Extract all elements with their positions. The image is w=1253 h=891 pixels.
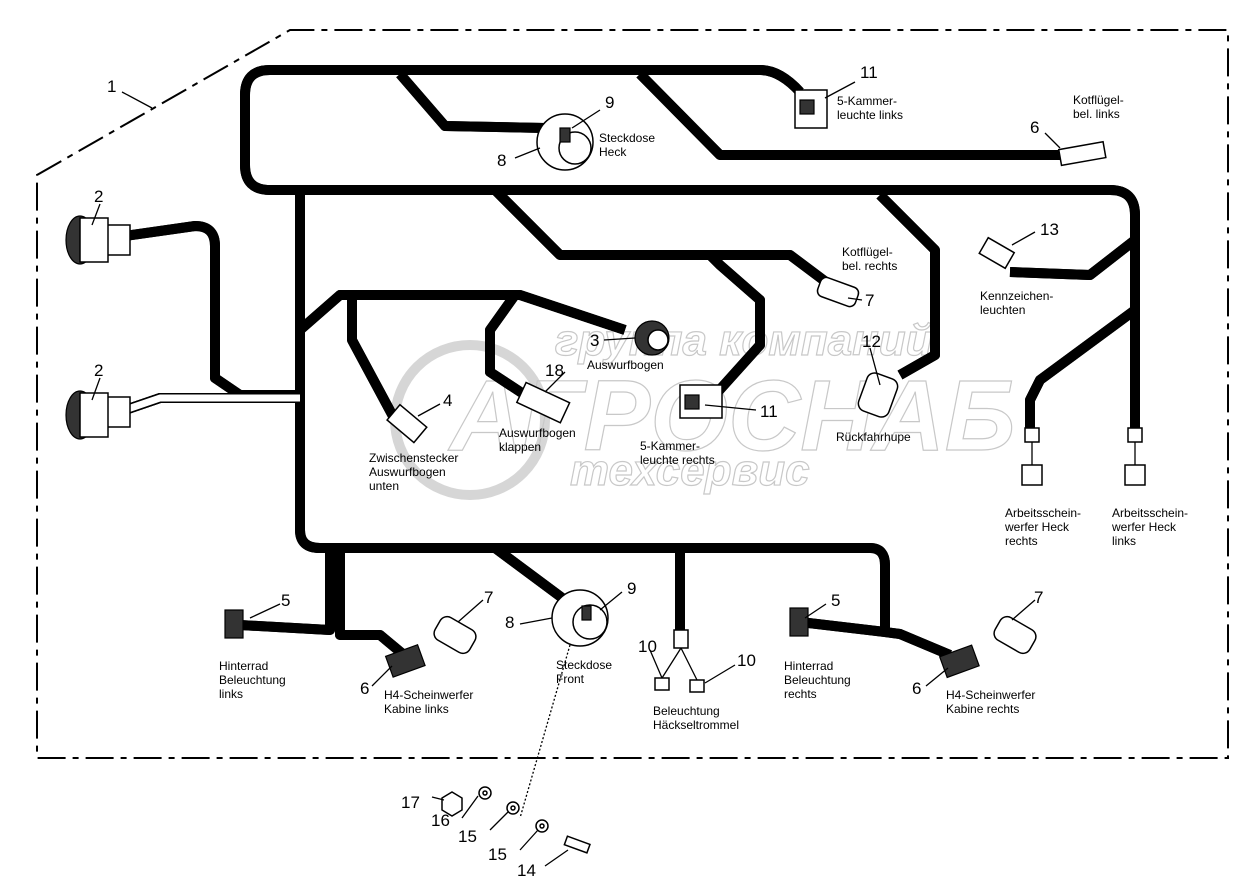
callout-12: 12: [862, 332, 881, 351]
callout-5: 5: [831, 591, 840, 610]
callout-2: 2: [94, 361, 103, 380]
connector-7-rechts[interactable]: [991, 614, 1039, 657]
callout-8: 8: [505, 613, 514, 632]
callout-15: 15: [458, 827, 477, 846]
callout-4: 4: [443, 391, 452, 410]
callout-numbers: 1 2 2 11 9 8 6 13 7 3 4 18 11 12 5 6 7 8…: [94, 63, 1059, 880]
lamp-connector-11-links[interactable]: [794, 89, 828, 129]
label-kammer-links: 5-Kammer-leuchte links: [837, 94, 903, 122]
callout-11: 11: [860, 63, 878, 82]
callout-14: 14: [517, 861, 536, 880]
callout-17: 17: [401, 793, 420, 812]
svg-text:техсервис: техсервис: [570, 446, 810, 495]
connector-arbeits-links[interactable]: [1124, 427, 1146, 486]
callout-15: 15: [488, 845, 507, 864]
callout-8: 8: [497, 151, 506, 170]
callout-7: 7: [865, 291, 874, 310]
socket-3-auswurfbogen[interactable]: [634, 320, 670, 356]
connector-6-links[interactable]: [384, 644, 426, 678]
callout-10: 10: [737, 651, 756, 670]
callout-13: 13: [1040, 220, 1059, 239]
callout-6: 6: [912, 679, 921, 698]
connector-18[interactable]: [515, 381, 571, 424]
callout-3: 3: [590, 331, 599, 350]
label-kammer-rechts: 5-Kammer-leuchte rechts: [640, 439, 715, 467]
leader-lines: [91, 81, 1061, 867]
connector-arbeits-rechts[interactable]: [1021, 427, 1043, 486]
assembly-boundary: [36, 29, 1229, 759]
connector-2-lower[interactable]: [65, 390, 131, 440]
callout-16: 16: [431, 811, 450, 830]
connector-10-pair[interactable]: [654, 629, 705, 693]
callout-9: 9: [605, 93, 614, 112]
callout-6: 6: [1030, 118, 1039, 137]
label-rueckfahrhupe: Rückfahrhupe: [836, 430, 911, 444]
connector-5-rechts[interactable]: [789, 607, 809, 637]
label-kennzeichen: Kennzeichen-leuchten: [980, 289, 1053, 317]
connector-13[interactable]: [978, 236, 1016, 270]
callout-9: 9: [627, 579, 636, 598]
connector-6-kotfluegel-links[interactable]: [1057, 140, 1107, 167]
harness-wires: [125, 65, 1140, 660]
lamp-connector-11-rechts[interactable]: [679, 384, 723, 419]
callout-2: 2: [94, 187, 103, 206]
connector-5-links[interactable]: [224, 609, 244, 639]
callout-18: 18: [545, 361, 564, 380]
connector-7-links[interactable]: [431, 614, 479, 657]
callout-7: 7: [484, 588, 493, 607]
connector-6-rechts[interactable]: [938, 644, 980, 679]
callout-6: 6: [360, 679, 369, 698]
connector-2-upper[interactable]: [65, 215, 131, 265]
callout-11: 11: [760, 402, 778, 421]
connector-7-kotfluegel-rechts[interactable]: [816, 276, 860, 308]
label-auswurfbogen: Auswurfbogen: [587, 358, 664, 372]
callout-10: 10: [638, 637, 657, 656]
callout-1: 1: [107, 77, 116, 96]
callout-5: 5: [281, 591, 290, 610]
socket-front[interactable]: [551, 589, 609, 647]
socket-heck[interactable]: [536, 113, 594, 171]
mounting-hardware: [441, 644, 591, 854]
label-kotfluegel-rechts: Kotflügel-bel. rechts: [842, 245, 897, 273]
label-kotfluegel-links: Kotflügel-bel. links: [1073, 93, 1124, 121]
connector-4[interactable]: [386, 403, 428, 444]
reversing-horn-12[interactable]: [856, 371, 900, 420]
callout-7: 7: [1034, 588, 1043, 607]
